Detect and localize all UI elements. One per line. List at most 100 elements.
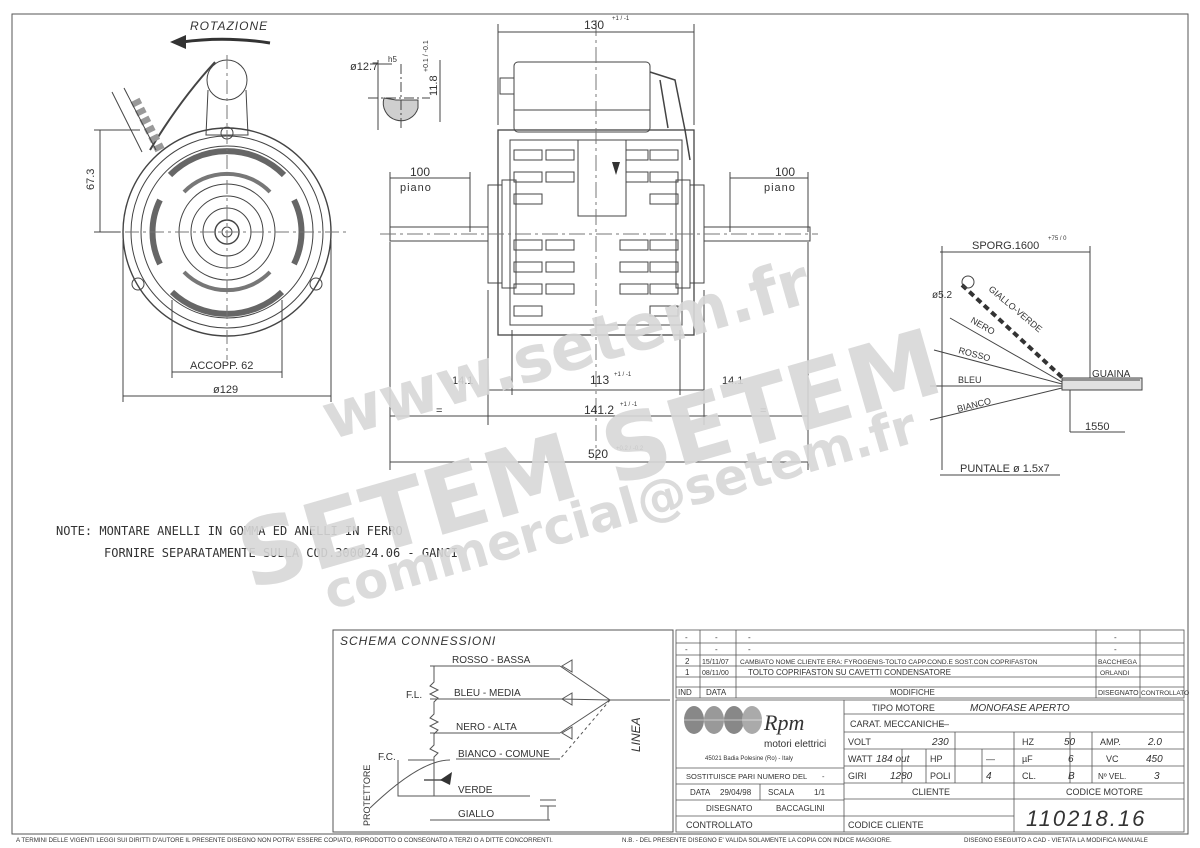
piano-left: piano [400,182,432,194]
watt-value: 184 out [876,754,911,765]
wire-rosso-bassa: ROSSO - BASSA [452,655,531,666]
sostituisce-value: - [822,772,825,781]
tipo-motore-label: TIPO MOTORE [872,703,935,713]
codice-motore-label: CODICE MOTORE [1066,787,1143,797]
dim-520: 520 [588,447,608,461]
rev-2-dis: BACCHIEGA [1098,659,1137,666]
revisions-table-grid [675,629,1185,699]
cl-label: CL. [1022,771,1036,781]
uf-value: 6 [1068,754,1074,765]
rev-header-data: DATA [706,688,727,697]
rev-0-dis: - [1114,633,1117,642]
rotation-label: ROTAZIONE [190,19,268,33]
dim-1550: 1550 [1085,421,1109,433]
cable-label-nero: NERO [969,315,997,337]
rev-3-data: 08/11/00 [702,670,729,677]
cable-drawing [929,246,1143,476]
carat-label: CARAT. MECCANICHE [850,719,944,729]
rev-header-disegnato: DISEGNATO [1098,690,1139,697]
giri-value: 1280 [890,771,913,782]
giri-label: GIRI [848,771,867,781]
rev-header-modifiche: MODIFICHE [890,688,935,697]
rev-2-ind: 2 [685,657,690,666]
rev-2-data: 15/11/07 [702,659,729,666]
wire-bianco-comune: BIANCO - COMUNE [458,749,550,760]
sostituisce-label: SOSTITUISCE PARI NUMERO DEL [686,772,807,781]
rotation-arrow-icon [170,35,271,49]
dim-shaft-fit: h5 [388,55,397,64]
dim-shaft-dia: ø12.7 [350,61,378,73]
disegnato-label: DISEGNATO [706,804,752,813]
note-line-2: FORNIRE SEPARATAMENTE SULLA COD.300024.0… [104,546,458,560]
cliente-label: CLIENTE [912,787,950,797]
cable-label-bianco: BIANCO [956,396,992,414]
volt-value: 230 [931,737,949,748]
dim-100-right: 100 [775,165,795,179]
hp-label: HP [930,754,943,764]
dim-141: 141.2 [584,403,614,417]
dim-sporg-tol: +75 / 0 [1048,236,1067,242]
dim-eq-right: = [760,405,766,417]
company-logo-text: Rpm [763,710,804,735]
scala-label: SCALA [768,788,795,797]
dim-14-left: 14.1 [452,375,473,387]
company-name: motori elettrici [764,739,826,750]
dim-67-3: 67.3 [85,169,97,190]
dim-flat-tol: +0.1 / -0.1 [423,40,430,72]
hz-label: HZ [1022,737,1034,747]
rpm-logo-icon [684,706,762,734]
wire-nero-alta: NERO - ALTA [456,722,517,733]
dim-113: 113 [590,373,609,387]
disegnato-value: BACCAGLINI [776,804,824,813]
rev-1-data: - [715,645,718,654]
guaina-label: GUAINA [1092,369,1131,380]
data-label: DATA [690,788,711,797]
rev-2-desc: CAMBIATO NOME CLIENTE ERA: FYROGENIS-TOL… [740,659,1038,666]
wire-bleu-media: BLEU - MEDIA [454,688,521,699]
dim-130-tol: +1 / -1 [612,16,630,22]
cable-label-bleu: BLEU [958,375,982,385]
footer-cad: DISEGNO ESEGUITO A CAD - VIETATA LA MODI… [964,837,1148,844]
motor-side-view [380,20,818,470]
uf-label: µF [1022,754,1033,764]
shaft-section-detail [368,60,441,130]
rev-0-desc: - [748,633,751,642]
motor-front-view [94,55,350,402]
company-address: 45021 Badia Polesine (Ro) - Italy [705,756,793,762]
rev-1-ind: - [685,645,688,654]
wire-giallo: GIALLO [458,809,494,820]
footer-nb: N.B. - DEL PRESENTE DISEGNO E' VALIDA SO… [622,837,892,844]
dim-accopp-62: ACCOPP. 62 [190,360,253,372]
rev-3-desc: TOLTO COPRIFASTON SU CAVETTI CONDENSATOR… [748,668,951,677]
dim-dia-5-2: ø5.2 [932,290,952,301]
rev-0-data: - [715,633,718,642]
piano-right: piano [764,182,796,194]
codice-cliente-label: CODICE CLIENTE [848,820,924,830]
dim-eq-left: = [436,405,442,417]
schema-title: SCHEMA CONNESSIONI [340,634,496,648]
amp-value: 2.0 [1147,737,1162,748]
rev-0-ind: - [685,633,688,642]
dim-dia-129: ø129 [213,384,238,396]
linea-label: LINEA [629,717,643,752]
rev-1-dis: - [1114,645,1117,654]
puntale-label: PUNTALE ø 1.5x7 [960,463,1050,475]
watt-label: WATT [848,754,873,764]
direction-arrow-icon [612,162,620,175]
controllato-label: CONTROLLATO [686,820,753,830]
fc-label: F.C. [378,752,396,763]
note-line-1: NOTE: MONTARE ANELLI IN GOMMA ED ANELLI … [56,524,403,538]
tipo-motore-value: MONOFASE APERTO [970,703,1070,714]
rev-3-dis: ORLANDI [1100,670,1129,677]
wire-verde: VERDE [458,785,493,796]
volt-label: VOLT [848,737,871,747]
hp-value: — [986,754,995,764]
dim-14-right: 14.1 [722,375,743,387]
rev-header-controllato: CONTROLLATO [1141,690,1189,697]
fl-label: F.L. [406,690,422,701]
scala-value: 1/1 [814,788,826,797]
rev-1-desc: - [748,645,751,654]
hz-value: 50 [1064,737,1076,748]
vc-label: VC [1106,754,1119,764]
rev-header-ind: IND [678,688,692,697]
